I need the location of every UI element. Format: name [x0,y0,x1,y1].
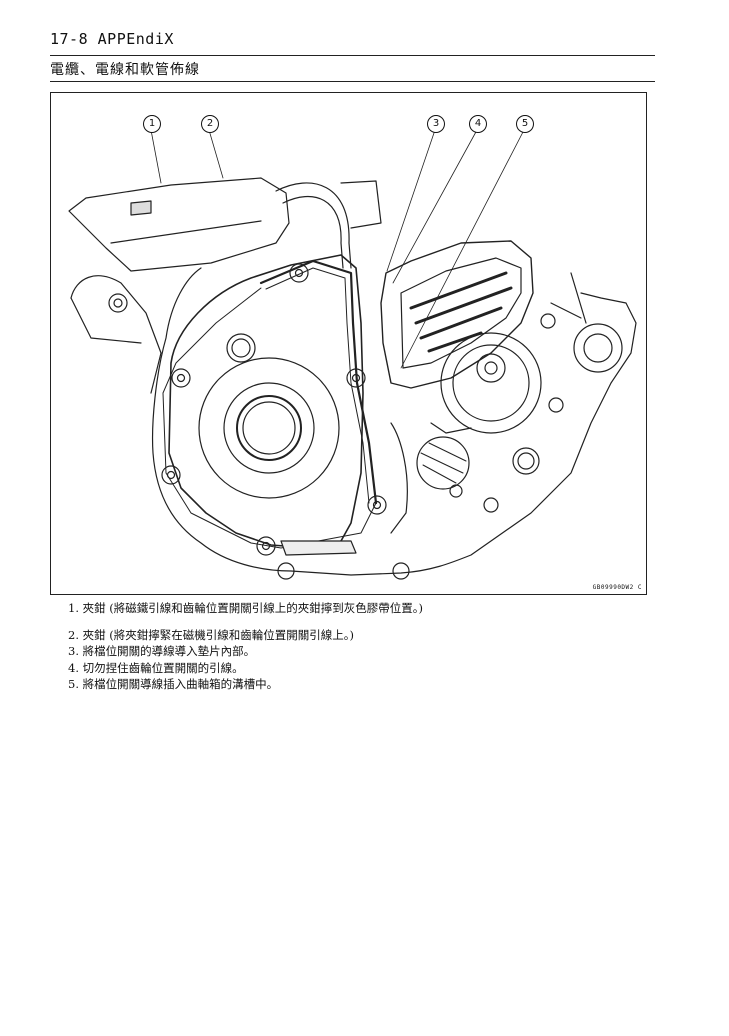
callout-2: 2 [201,115,219,133]
header-rule [50,55,655,56]
callout-3: 3 [427,115,445,133]
title-rule [50,81,655,82]
section-title: 電纜、電線和軟管佈線 [50,62,200,78]
callout-4: 4 [469,115,487,133]
engine-illustration [68,129,637,580]
engine-figure: 1 2 3 4 5 GB09990DW2 C [50,92,647,595]
callout-1: 1 [143,115,161,133]
note-item: 3. 將檔位開關的導線導入墊片內部。 [68,644,256,658]
page-header: 17-8 APPEndiX [50,30,174,48]
figure-code: GB09990DW2 C [592,584,642,591]
notes-list: 1. 夾鉗 (將磁鐵引線和齒輪位置開關引線上的夾鉗擰到灰色膠帶位置。) 2. 夾… [68,600,423,693]
note-item: 1. 夾鉗 (將磁鐵引線和齒輪位置開關引線上的夾鉗擰到灰色膠帶位置。) [68,601,424,615]
note-item: 2. 夾鉗 (將夾鉗擰緊在磁機引線和齒輪位置開關引線上。) [68,627,355,642]
note-item: 5. 將檔位開關導線插入曲軸箱的溝槽中。 [68,677,279,691]
note-item: 4. 切勿捏住齒輪位置開關的引線。 [68,660,244,675]
callout-5: 5 [516,115,534,133]
